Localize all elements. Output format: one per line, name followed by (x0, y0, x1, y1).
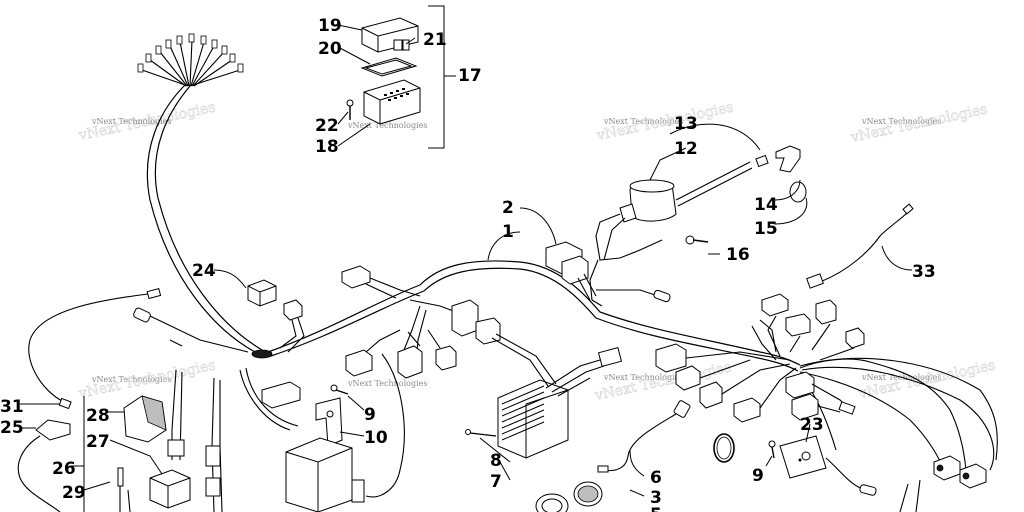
connector-24 (247, 279, 305, 353)
callout-24: 24 (192, 261, 216, 281)
terminal-fan (137, 33, 244, 87)
callout-5: 5 (650, 505, 662, 512)
callout-17: 17 (458, 66, 482, 86)
callout-1: 1 (502, 222, 514, 242)
callout-31: 31 (0, 397, 24, 417)
wire-6 (597, 400, 691, 473)
callout-9-upper: 9 (364, 405, 376, 425)
callout-33: 33 (912, 262, 936, 282)
fuse (393, 39, 410, 51)
callout-13: 13 (674, 114, 698, 134)
callout-27: 27 (86, 432, 110, 452)
bolt-9 (330, 384, 349, 395)
stator-coils (535, 481, 603, 512)
right-branches (655, 293, 998, 512)
watermark-text: vNext Technologies (347, 379, 427, 388)
callout-26: 26 (52, 459, 76, 479)
callout-3: 3 (650, 488, 662, 508)
callout-15: 15 (754, 219, 778, 239)
callout-25: 25 (0, 418, 24, 438)
relay-27 (149, 469, 191, 509)
callout-18: 18 (315, 137, 339, 157)
fuse-box-base (363, 79, 421, 125)
main-harness (137, 33, 801, 372)
sensor-25 (17, 419, 71, 512)
callout-16: 16 (726, 245, 750, 265)
watermark-text: vNext Technologies (347, 121, 427, 130)
connector-2 (545, 241, 597, 301)
callout-23: 23 (800, 415, 824, 435)
watermark-text: vNext Technologies (861, 117, 941, 126)
callout-2: 2 (502, 198, 514, 218)
callout-20: 20 (318, 39, 342, 59)
harness-junction (251, 349, 273, 359)
spark-plug-boot (755, 145, 807, 203)
cable-33 (806, 203, 914, 289)
callout-14: 14 (754, 195, 778, 215)
callout-9-lower: 9 (752, 466, 764, 486)
fuse-box-assembly (337, 5, 456, 149)
clip-part (713, 433, 735, 463)
callout-6: 6 (650, 468, 662, 488)
callout-28: 28 (86, 406, 110, 426)
callout-29: 29 (62, 483, 86, 503)
wire-end-connector (653, 289, 671, 303)
ground-wire-31 (28, 287, 162, 410)
callout-7: 7 (490, 472, 502, 492)
callout-10: 10 (364, 428, 388, 448)
screw-9b (768, 440, 776, 459)
connector-cluster (239, 353, 405, 503)
callout-8: 8 (490, 451, 502, 471)
watermark-text: vNext Technologies (603, 117, 683, 126)
watermark-text: vNext Technologies (91, 375, 171, 384)
fuse-box-cover (361, 17, 419, 53)
callout-22: 22 (315, 116, 339, 136)
voltage-regulator (491, 333, 623, 459)
cdi-module (285, 437, 353, 512)
ignition-coil (619, 161, 753, 223)
switch-plate (779, 435, 827, 479)
harness-plugs-upper (133, 265, 501, 379)
coil-bolt (685, 235, 709, 245)
callout-21: 21 (423, 30, 447, 50)
screw-8 (465, 429, 497, 437)
connector-29 (117, 467, 131, 512)
screw (346, 99, 354, 120)
watermark-text: vNext Technologies (603, 373, 683, 382)
callout-12: 12 (674, 139, 698, 159)
watermark-text: vNext Technologies (91, 117, 171, 126)
callout-19: 19 (318, 16, 342, 36)
relay-28 (123, 395, 167, 443)
callout-labels: 2 1 19 20 21 17 22 18 13 12 14 15 16 33 … (0, 16, 936, 512)
